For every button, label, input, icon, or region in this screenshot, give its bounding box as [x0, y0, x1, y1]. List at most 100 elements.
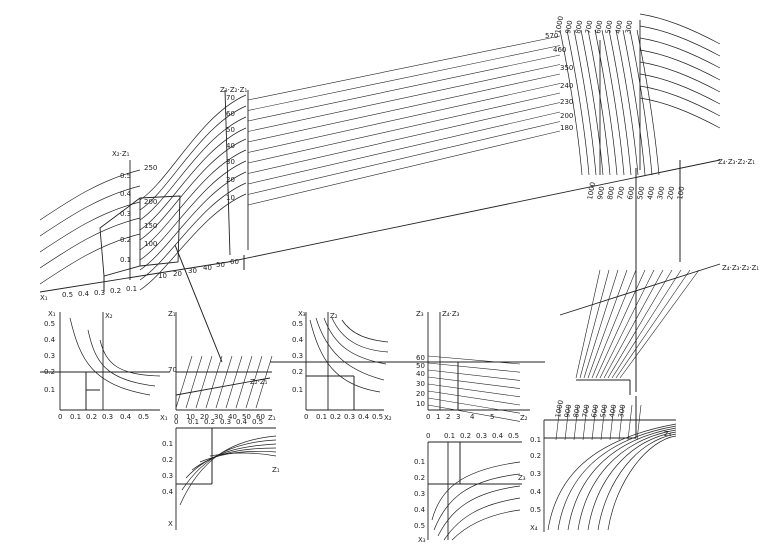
right-fan-line — [566, 29, 590, 176]
svg-text:240: 240 — [560, 82, 573, 90]
right-curve — [639, 85, 721, 117]
p2-line — [245, 355, 263, 409]
long-line — [247, 64, 561, 132]
mid-fan-line — [615, 269, 691, 379]
p7-curve — [567, 427, 677, 531]
p7-curve — [547, 423, 677, 531]
svg-text:10: 10 — [186, 413, 195, 421]
p7-head-label: 1000 — [554, 399, 565, 418]
long-line-labels: 570 460 350 240 230 200 180 — [545, 32, 573, 132]
right-curve — [639, 13, 721, 45]
svg-text:0.4: 0.4 — [120, 190, 132, 198]
svg-text:60: 60 — [226, 110, 235, 118]
right-curve — [639, 73, 721, 105]
long-line — [247, 111, 561, 185]
right-curve — [639, 61, 721, 93]
p3-x-label: X₂ — [384, 414, 392, 422]
svg-text:40: 40 — [228, 413, 237, 421]
svg-text:0.3: 0.3 — [476, 432, 487, 440]
right-vert-label-lower: 900 — [596, 186, 606, 201]
svg-text:0.4: 0.4 — [162, 488, 174, 496]
p2-line — [195, 355, 213, 409]
p2-slanted-lines — [175, 355, 273, 409]
right-fan-line — [559, 29, 583, 176]
p2-line — [255, 355, 273, 409]
right-fan-line — [629, 29, 653, 176]
p7-curves — [547, 404, 677, 531]
label-x1-axis: X₁ — [40, 294, 48, 302]
p7-tick-line — [636, 404, 642, 441]
svg-text:0.1: 0.1 — [530, 436, 541, 444]
p2-line — [225, 355, 243, 409]
p2-axis-mid: Z₂·Z₁ — [250, 378, 268, 386]
p7-head-label: 900 — [563, 404, 573, 419]
svg-text:0.4: 0.4 — [120, 413, 132, 421]
panel-7: X₄ Z₄ 0.1 0.2 0.3 0.4 0.5 10009008007006… — [530, 396, 677, 532]
long-line — [247, 54, 561, 122]
long-line — [247, 83, 561, 153]
svg-text:0.2: 0.2 — [460, 432, 471, 440]
svg-text:0.1: 0.1 — [44, 386, 55, 394]
p4-top-label: Z₄·Z₃ — [442, 310, 460, 318]
p4-line — [427, 383, 521, 398]
right-fan-line — [594, 29, 618, 176]
right-fan-line — [615, 29, 639, 176]
svg-text:0.5: 0.5 — [138, 413, 149, 421]
svg-text:0.5: 0.5 — [508, 432, 519, 440]
svg-text:40: 40 — [416, 370, 425, 378]
right-vert-label: 600 — [594, 20, 604, 35]
middle-fan-lines — [575, 269, 700, 379]
left-curve-family — [39, 94, 247, 291]
left-curve — [139, 149, 247, 251]
left-curve — [139, 105, 247, 211]
p7-tick-line — [573, 404, 579, 441]
right-fan-line — [580, 29, 604, 176]
long-line — [247, 121, 561, 195]
right-vert-label-lower: 200 — [666, 186, 676, 201]
p7-head-label: 700 — [581, 404, 591, 419]
right-curve — [639, 97, 721, 129]
svg-text:50: 50 — [226, 126, 235, 134]
svg-text:0.4: 0.4 — [292, 336, 304, 344]
p4-line — [427, 369, 521, 381]
right-fan-line — [636, 29, 660, 176]
svg-text:20: 20 — [200, 413, 209, 421]
p7-tick-line — [618, 404, 624, 441]
left-curve — [139, 127, 247, 231]
svg-text:30: 30 — [226, 158, 235, 166]
p7-tick-line — [555, 404, 561, 441]
left-outer-curve — [39, 169, 141, 221]
svg-text:10: 10 — [416, 400, 425, 408]
p7-tick-line — [609, 404, 615, 441]
svg-text:0: 0 — [304, 413, 308, 421]
svg-text:0.3: 0.3 — [162, 472, 173, 480]
p7-head-label: 400 — [608, 404, 618, 419]
mid-fan-line — [579, 269, 610, 379]
left-curve — [139, 94, 247, 201]
p7-tick-line — [600, 404, 606, 441]
right-vert-label: 700 — [584, 20, 594, 35]
mid-vertical-scale: 70 60 50 40 30 20 10 — [226, 94, 235, 202]
svg-text:0.5: 0.5 — [414, 522, 425, 530]
svg-text:0.2: 0.2 — [86, 413, 97, 421]
p1-x-ticks: 0 0.1 0.2 0.3 0.4 0.5 — [58, 413, 149, 421]
svg-text:0.2: 0.2 — [120, 236, 131, 244]
svg-text:10: 10 — [158, 272, 167, 280]
panel-4: Z₃ Z₄·Z₃ Z₂ 60 50 40 30 20 10 0 1 2 3 4 … — [416, 310, 530, 422]
p4-lines — [427, 355, 521, 422]
svg-text:460: 460 — [553, 46, 566, 54]
svg-text:30: 30 — [188, 267, 197, 275]
svg-text:100: 100 — [144, 240, 157, 248]
p7-head-label: 500 — [599, 404, 609, 419]
svg-text:200: 200 — [144, 198, 157, 206]
svg-text:200: 200 — [560, 112, 573, 120]
svg-text:0.1: 0.1 — [120, 256, 131, 264]
svg-text:0.4: 0.4 — [492, 432, 504, 440]
svg-text:0.5: 0.5 — [44, 320, 55, 328]
label-x-z: X₂·Z₁ — [112, 150, 130, 158]
right-fan-line — [573, 29, 597, 176]
label-z-sum-right: Z₄·Z₃·Z₂·Z₁ — [718, 158, 755, 166]
baseline-tick-labels: 0.5 0.4 0.3 0.2 0.1 10 20 30 40 50 60 — [62, 258, 239, 299]
